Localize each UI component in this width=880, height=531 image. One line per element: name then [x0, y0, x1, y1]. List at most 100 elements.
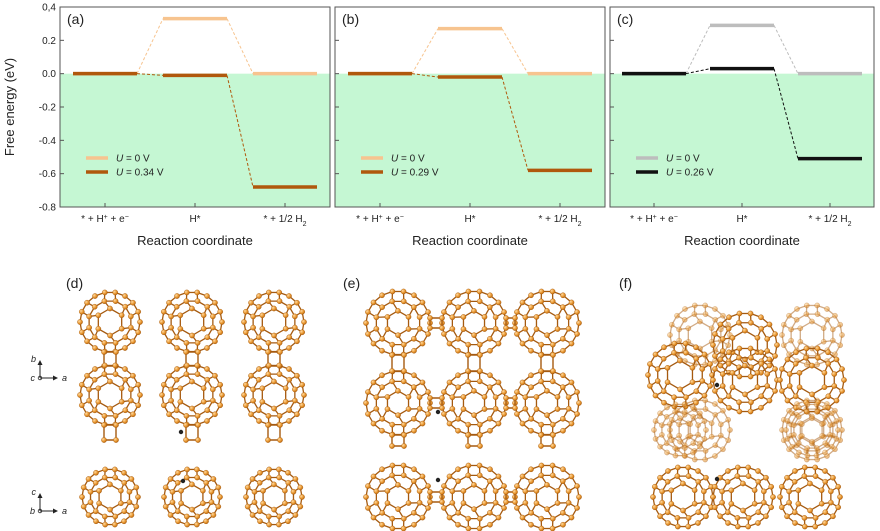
connector-line	[501, 76, 529, 171]
square-linker	[503, 315, 518, 331]
fullerene-cage	[241, 289, 307, 355]
legend: U = 0 V U = 0.29 V	[361, 154, 439, 179]
structure-panel-label: (f)	[619, 275, 632, 291]
connector-line	[136, 18, 164, 74]
svg-text:b: b	[31, 354, 36, 364]
fullerene-cage	[645, 340, 715, 410]
panel-label: (c)	[617, 11, 633, 27]
legend-label: U = 0.34 V	[116, 168, 164, 179]
below-zero-region	[335, 73, 605, 208]
connector-line	[136, 73, 164, 76]
fullerene-cage	[159, 362, 225, 428]
square-linker	[389, 432, 407, 449]
fullerene-cage	[161, 466, 223, 528]
square-linker	[465, 352, 483, 374]
below-zero-region	[610, 73, 874, 208]
fullerene-cage	[159, 289, 225, 355]
below-zero-region	[60, 73, 330, 208]
fullerene-cage	[439, 368, 509, 438]
fullerene-cage	[710, 464, 776, 530]
fullerene-cage	[79, 466, 141, 528]
svg-text:c: c	[32, 487, 37, 497]
square-linker	[183, 422, 201, 443]
series-2	[73, 71, 317, 189]
connector-line	[411, 28, 439, 74]
hydrogen-atom	[714, 476, 720, 482]
energy-charts: -0.8-0.6-0.4-0.20.00.20,4(a)* + H+ + e−H…	[39, 3, 875, 248]
svg-text:b: b	[30, 506, 35, 516]
square-linker	[503, 395, 518, 411]
y-axis-label: Free energy (eV)	[2, 58, 17, 156]
y-tick-label: -0.8	[39, 203, 57, 214]
structure-panel-d: b a c c a b	[30, 289, 307, 528]
x-axis-label: Reaction coordinate	[684, 233, 800, 248]
fullerene-cage	[512, 368, 582, 438]
square-linker	[427, 489, 445, 505]
fullerene-cage	[777, 345, 847, 415]
fullerene-cage	[779, 397, 845, 463]
axis-indicator: c a b	[30, 487, 67, 516]
connector-line	[773, 25, 799, 74]
fullerene-cage	[363, 462, 433, 531]
energy-chart-2: (b) * + H+ + e− H* * + 1/2 H2 Reaction coord…	[334, 6, 606, 248]
legend: U = 0 V U = 0.34 V	[86, 154, 164, 179]
hydrogen-atom	[714, 382, 720, 388]
hydrogen-atom	[178, 429, 184, 435]
square-linker	[101, 422, 119, 443]
square-linker	[538, 352, 556, 374]
x-tick-label: * + 1/2 H2	[808, 214, 851, 228]
y-tick-label: 0.2	[42, 36, 56, 47]
connector-line	[685, 68, 711, 75]
connector-line	[226, 18, 254, 74]
x-tick-label: H*	[464, 214, 475, 225]
svg-text:a: a	[62, 506, 67, 516]
legend-label: U = 0.26 V	[666, 168, 714, 179]
y-tick-label: -0.2	[39, 103, 57, 114]
series-1	[73, 16, 317, 76]
panel-label: (a)	[67, 11, 84, 27]
hydrogen-atom	[435, 409, 441, 415]
x-tick-label: * + H+ + e−	[81, 214, 129, 226]
y-tick-label: -0.4	[39, 136, 57, 147]
x-tick-label: * + 1/2 H2	[263, 214, 306, 228]
square-linker	[538, 432, 556, 449]
legend-label: U = 0 V	[666, 154, 700, 165]
hydrogen-atom	[180, 478, 186, 484]
fullerene-cage	[77, 362, 143, 428]
energy-chart-1: -0.8-0.6-0.4-0.20.00.20,4(a)* + H+ + e−H…	[39, 3, 331, 248]
connector-line	[501, 28, 529, 74]
fullerene-cage	[710, 345, 780, 415]
fullerene-cage	[439, 462, 509, 531]
fullerene-cage	[512, 288, 582, 358]
fullerene-cage	[439, 288, 509, 358]
series-1	[622, 23, 862, 76]
svg-text:c: c	[31, 373, 36, 383]
x-tick-label: * + H+ + e−	[356, 214, 404, 226]
fullerene-cage	[363, 368, 433, 438]
fullerene-cage	[783, 401, 841, 459]
connector-line	[685, 25, 711, 74]
fullerene-cage	[363, 288, 433, 358]
structure-panel-label: (d)	[66, 275, 83, 291]
fullerene-cage	[243, 466, 305, 528]
structure-panel-e	[363, 288, 582, 531]
svg-text:a: a	[62, 373, 67, 383]
x-tick-label: * + H+ + e−	[630, 214, 678, 226]
y-tick-label: 0.0	[42, 69, 56, 80]
legend-label: U = 0 V	[391, 154, 425, 165]
axis-indicator: b a c	[31, 354, 68, 383]
legend-label: U = 0 V	[116, 154, 150, 165]
fullerene-cage	[650, 464, 716, 530]
x-axis-label: Reaction coordinate	[412, 233, 528, 248]
legend-label: U = 0.29 V	[391, 168, 439, 179]
x-tick-label: * + 1/2 H2	[538, 214, 581, 228]
panel-label: (b)	[342, 11, 359, 27]
hydrogen-atom	[435, 477, 441, 483]
energy-chart-3: (c) * + H+ + e− H* * + 1/2 H2 Reaction coord…	[609, 6, 875, 248]
square-linker	[265, 422, 283, 443]
x-tick-label: H*	[736, 214, 747, 225]
legend: U = 0 V U = 0.26 V	[636, 154, 714, 179]
connector-line	[773, 68, 799, 159]
